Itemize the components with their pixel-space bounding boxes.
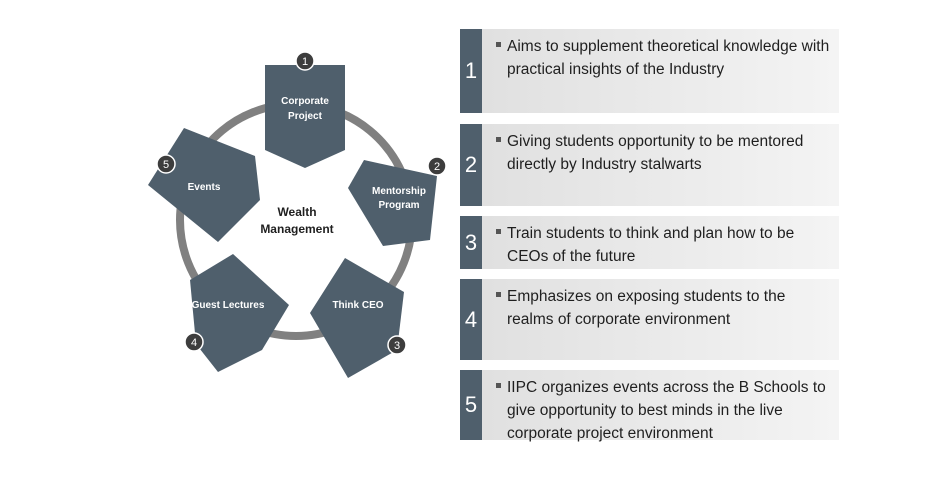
description-item: 3 Train students to think and plan how t… bbox=[460, 216, 839, 269]
badge-number: 2 bbox=[434, 161, 440, 173]
segment-guest-lectures: Guest Lectures 4 bbox=[184, 254, 289, 372]
item-body: Train students to think and plan how to … bbox=[482, 216, 839, 269]
segment-events: Events 5 bbox=[148, 128, 260, 242]
description-item: 5 IIPC organizes events across the B Sch… bbox=[460, 370, 839, 442]
item-number: 3 bbox=[460, 216, 482, 269]
item-body: Aims to supplement theoretical knowledge… bbox=[482, 29, 839, 113]
segment-label: Corporate bbox=[281, 96, 329, 107]
badge-number: 5 bbox=[163, 159, 169, 171]
item-number: 5 bbox=[460, 370, 482, 440]
item-number: 1 bbox=[460, 29, 482, 113]
segment-label: Events bbox=[188, 182, 221, 193]
item-text: Train students to think and plan how to … bbox=[507, 225, 795, 265]
segment-mentorship-program: Mentorship Program 2 bbox=[348, 156, 447, 246]
item-body: Giving students opportunity to be mentor… bbox=[482, 124, 839, 206]
number-badge bbox=[156, 154, 176, 174]
badge-number: 1 bbox=[302, 56, 308, 68]
item-text: IIPC organizes events across the B Schoo… bbox=[507, 379, 826, 442]
segment-think-ceo: Think CEO 3 bbox=[310, 258, 407, 378]
item-number: 4 bbox=[460, 279, 482, 360]
number-badge bbox=[427, 156, 447, 176]
segment-label: Project bbox=[288, 111, 323, 122]
bullet-icon bbox=[496, 292, 501, 297]
item-text: Emphasizes on exposing students to the r… bbox=[507, 288, 786, 328]
item-body: Emphasizes on exposing students to the r… bbox=[482, 279, 839, 360]
number-badge bbox=[295, 51, 315, 71]
item-number: 2 bbox=[460, 124, 482, 206]
bullet-icon bbox=[496, 137, 501, 142]
center-title: Management bbox=[260, 222, 333, 236]
segment-label: Think CEO bbox=[332, 300, 383, 311]
segment-label: Guest Lectures bbox=[192, 300, 265, 311]
segment-label: Mentorship bbox=[372, 186, 426, 197]
item-text: Giving students opportunity to be mentor… bbox=[507, 133, 804, 173]
badge-number: 3 bbox=[394, 340, 400, 352]
segment-corporate-project: Corporate Project 1 bbox=[265, 51, 345, 168]
description-item: 2 Giving students opportunity to be ment… bbox=[460, 124, 839, 206]
badge-number: 4 bbox=[191, 337, 197, 349]
item-text: Aims to supplement theoretical knowledge… bbox=[507, 38, 830, 78]
bullet-icon bbox=[496, 383, 501, 388]
number-badge bbox=[387, 335, 407, 355]
description-item: 1 Aims to supplement theoretical knowled… bbox=[460, 29, 839, 113]
wealth-management-cycle: Corporate Project 1 Mentorship Program 2… bbox=[148, 51, 447, 378]
center-title: Wealth bbox=[277, 205, 316, 219]
description-item: 4 Emphasizes on exposing students to the… bbox=[460, 279, 839, 360]
number-badge bbox=[184, 332, 204, 352]
item-body: IIPC organizes events across the B Schoo… bbox=[482, 370, 839, 442]
segment-label: Program bbox=[378, 200, 419, 211]
bullet-icon bbox=[496, 42, 501, 47]
bullet-icon bbox=[496, 229, 501, 234]
